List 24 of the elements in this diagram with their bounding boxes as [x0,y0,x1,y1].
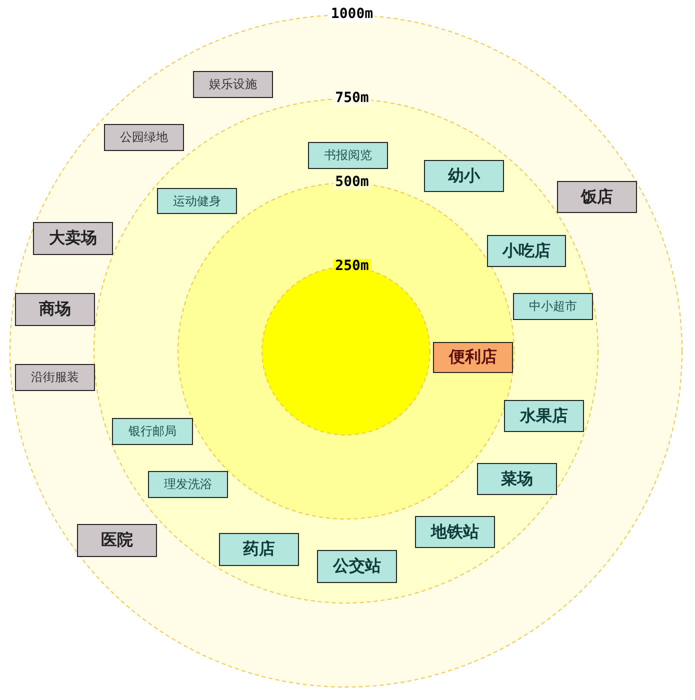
place-box: 小吃店 [487,235,566,267]
place-box: 公交站 [317,550,397,583]
place-box: 理发洗浴 [148,471,228,498]
place-box: 沿街服装 [15,364,95,391]
place-box: 幼小 [424,160,504,192]
place-box: 医院 [77,524,157,557]
place-box: 药店 [219,533,299,566]
place-box: 中小超市 [513,293,593,320]
place-box: 娱乐设施 [193,71,273,98]
place-box: 便利店 [433,342,513,373]
place-box: 商场 [15,293,95,326]
place-box: 菜场 [477,463,557,495]
distance-label: 500m [333,175,371,190]
place-box: 银行邮局 [112,418,193,445]
place-box: 大卖场 [33,222,113,255]
place-box: 水果店 [504,400,584,432]
distance-label: 250m [333,259,371,274]
distance-label: 750m [333,91,371,106]
place-box: 运动健身 [157,188,237,214]
distance-label: 1000m [328,7,376,22]
place-box: 地铁站 [415,516,495,548]
place-box: 饭店 [557,181,637,213]
place-box: 书报阅览 [308,142,388,169]
place-box: 公园绿地 [104,124,184,151]
